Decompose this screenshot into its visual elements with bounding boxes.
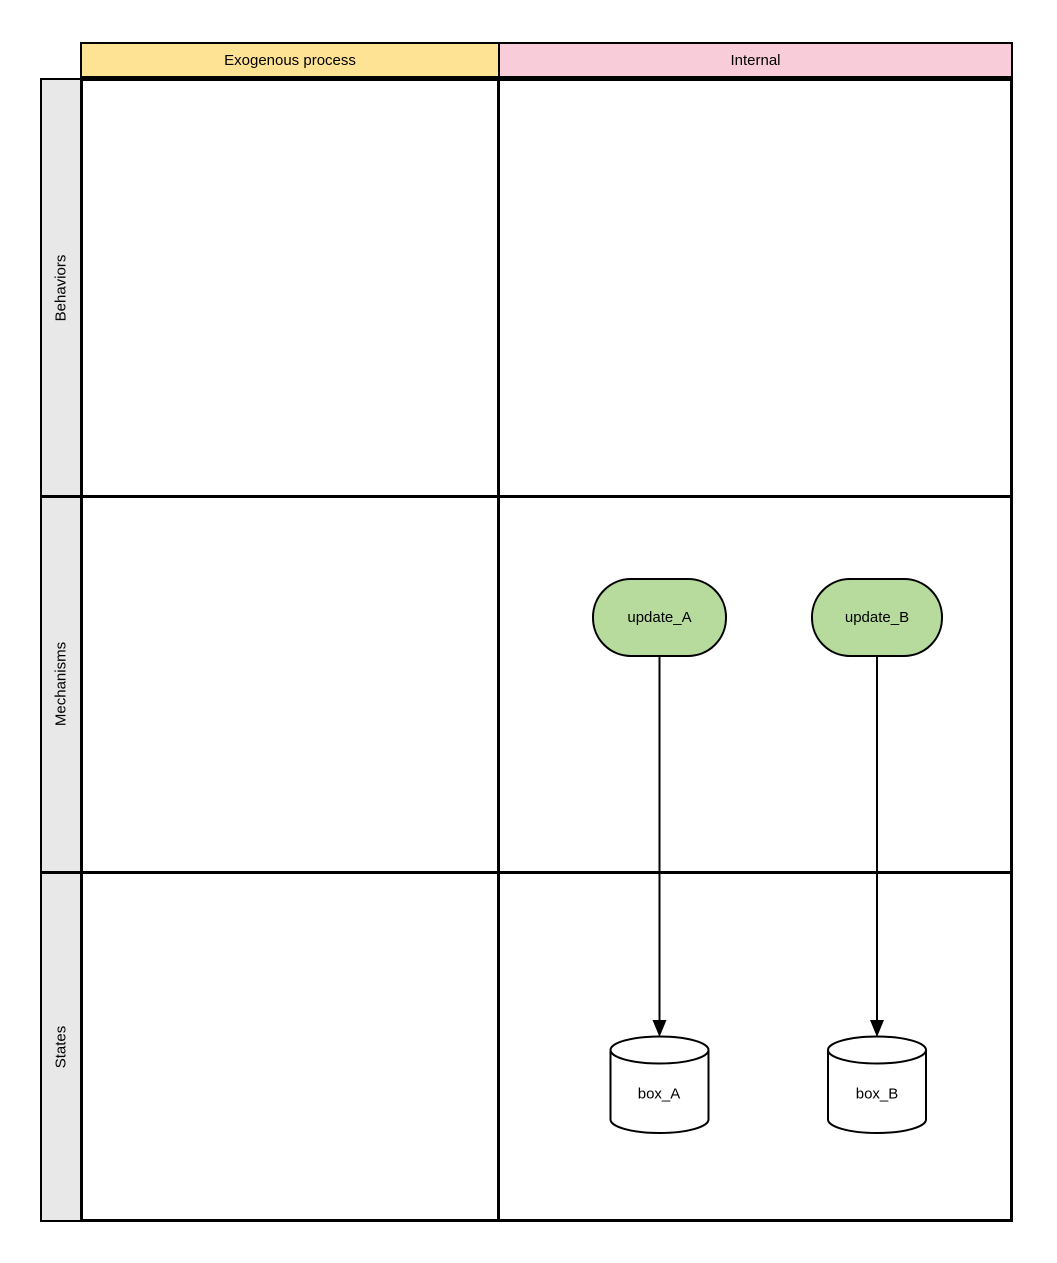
grid-row-divider-mechanisms-states [40,871,1013,874]
row-label-states: States [52,1025,70,1069]
column-header-exogenous-process: Exogenous process [80,42,500,78]
datastore-node-box-b-label: box_B [855,1085,899,1103]
grid-column-divider [497,78,500,1222]
column-header-internal-label: Internal [730,51,781,69]
process-node-update-a-label: update_A [627,609,692,626]
grid-frame [80,78,1013,1222]
datastore-node-box-a[interactable] [609,1035,710,1134]
column-header-exogenous-label: Exogenous process [224,51,356,69]
grid-row-divider-behaviors-mechanisms [40,495,1013,498]
process-node-update-a[interactable]: update_A [592,578,727,657]
datastore-node-box-a-label: box_A [637,1085,681,1103]
process-node-update-b-label: update_B [844,609,910,626]
datastore-node-box-b[interactable] [827,1035,927,1134]
row-label-column [40,78,82,1222]
row-label-behaviors: Behaviors [52,254,70,322]
process-node-update-b[interactable]: update_B [811,578,943,657]
row-label-mechanisms: Mechanisms [52,641,70,727]
column-header-internal: Internal [498,42,1013,78]
